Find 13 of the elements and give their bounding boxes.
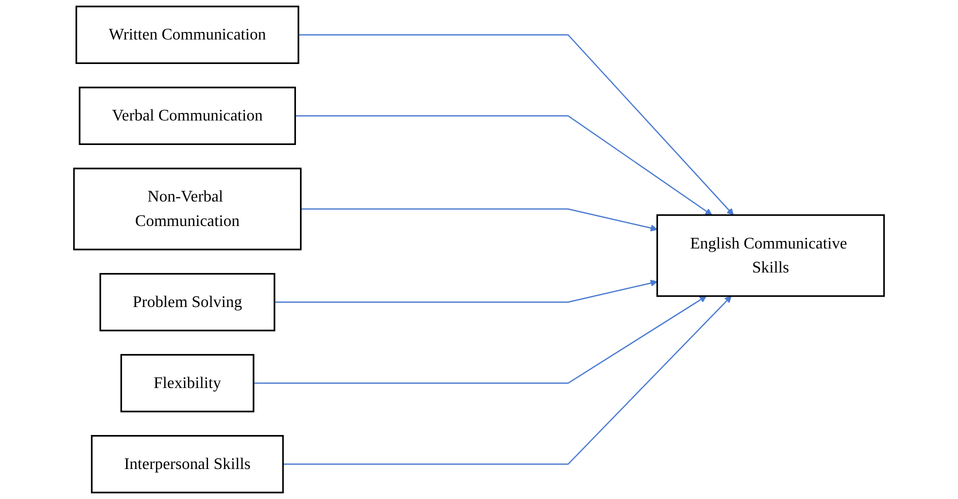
arrow [295,115,712,216]
text-box: Flexibility [120,354,254,412]
arrow [298,34,734,216]
arrow [274,280,658,303]
text-box: Written Communication [76,6,300,64]
text-box: Verbal Communication [78,86,296,145]
text-box: Non-Verbal Communication [73,168,302,250]
text-box: English Communicative Skills [656,214,885,297]
text-box: Interpersonal Skills [90,435,284,494]
arrow [300,208,658,232]
arrow [254,296,707,384]
text-box: Problem Solving [99,273,276,332]
arrow [283,296,732,465]
